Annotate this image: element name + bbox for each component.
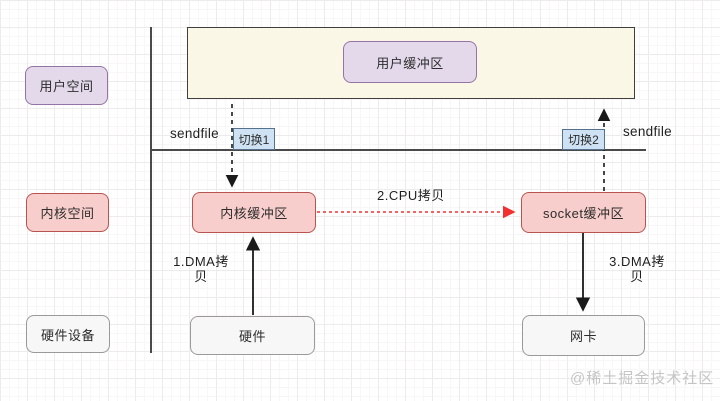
node-kernel-buffer-label: 内核缓冲区: [220, 206, 288, 221]
lane-label-kernel-space: 内核空间: [26, 193, 109, 232]
lane-label-hardware-device: 硬件设备: [26, 315, 110, 353]
sendfile-label-left: sendfile: [170, 126, 219, 141]
juejin-watermark: @稀土掘金技术社区: [570, 370, 715, 387]
switch-1-chip: 切换1: [233, 128, 275, 150]
dma-copy-1-label: 1.DMA拷贝: [173, 254, 229, 284]
lane-label-user-space-text: 用户空间: [39, 79, 94, 94]
node-hardware: 硬件: [190, 316, 315, 355]
lane-label-kernel-space-text: 内核空间: [40, 206, 95, 221]
node-nic: 网卡: [522, 315, 645, 356]
user-kernel-boundary-line: [150, 149, 646, 151]
dma-copy-3-label: 3.DMA拷贝: [609, 254, 665, 284]
switch-2-label: 切换2: [568, 133, 599, 147]
cpu-copy-label: 2.CPU拷贝: [377, 188, 445, 203]
node-socket-buffer: socket缓冲区: [521, 192, 646, 233]
lane-label-hardware-device-text: 硬件设备: [40, 327, 95, 343]
node-user-buffer-label: 用户缓冲区: [376, 55, 444, 71]
node-user-buffer: 用户缓冲区: [343, 41, 477, 83]
lane-separator-vertical-line: [150, 27, 152, 353]
switch-1-label: 切换1: [238, 132, 270, 147]
node-kernel-buffer: 内核缓冲区: [192, 192, 316, 233]
node-socket-buffer-label: socket缓冲区: [542, 206, 625, 221]
sendfile-label-right: sendfile: [623, 124, 672, 139]
node-nic-label: 网卡: [569, 329, 597, 344]
lane-label-user-space: 用户空间: [25, 66, 108, 105]
switch-2-chip: 切换2: [562, 129, 605, 150]
node-hardware-label: 硬件: [238, 329, 266, 344]
